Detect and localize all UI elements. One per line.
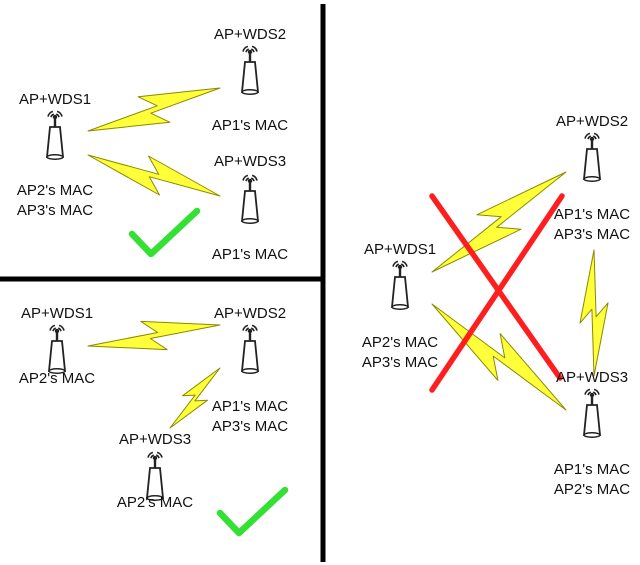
signal-wave-icon xyxy=(52,327,57,332)
access-point-antenna-icon xyxy=(48,324,66,374)
device-body-icon xyxy=(241,340,259,372)
green-checkmark-icon xyxy=(216,486,289,537)
access-point-antenna-icon xyxy=(241,174,259,224)
device-base-icon xyxy=(583,432,601,438)
mac-entry: AP1's MAC xyxy=(553,461,631,478)
cross-stroke xyxy=(429,193,565,393)
device-body-icon xyxy=(48,340,66,372)
signal-wave-icon xyxy=(150,454,155,459)
cross-stroke xyxy=(429,193,563,381)
device-base-icon xyxy=(241,89,259,95)
access-point-antenna-icon xyxy=(241,324,259,374)
device-base-icon xyxy=(391,304,409,310)
device-name-ap2: AP+WDS2 xyxy=(213,26,287,43)
mac-entry: AP1's MAC xyxy=(211,246,289,263)
access-point-antenna-icon xyxy=(583,388,601,438)
device-base-icon xyxy=(241,368,259,374)
device-body-icon xyxy=(241,190,259,222)
mac-entry: AP2's MAC xyxy=(16,182,94,199)
access-point-antenna-icon xyxy=(146,451,164,501)
signal-wave-icon xyxy=(401,260,408,267)
device-base-icon xyxy=(46,154,64,160)
device-name-ap2: AP+WDS2 xyxy=(213,305,287,322)
signal-wave-icon xyxy=(592,135,597,140)
signal-wave-icon xyxy=(49,324,56,331)
signal-wave-icon xyxy=(587,391,592,396)
signal-wave-icon xyxy=(155,454,160,459)
mac-entry: AP2's MAC xyxy=(116,494,194,511)
signal-wave-icon xyxy=(392,260,399,267)
lightning-bolt-icon xyxy=(87,87,221,132)
device-name-ap3: AP+WDS3 xyxy=(555,369,629,386)
mac-entry: AP2's MAC xyxy=(18,370,96,387)
device-body-icon xyxy=(46,126,64,158)
device-base-icon xyxy=(583,176,601,182)
mac-entry: AP1's MAC xyxy=(211,398,289,415)
device-name-ap1: AP+WDS1 xyxy=(363,241,437,258)
mac-entry: AP3's MAC xyxy=(553,226,631,243)
mac-entry: AP3's MAC xyxy=(361,354,439,371)
signal-wave-icon xyxy=(50,113,55,118)
signal-wave-icon xyxy=(592,391,597,396)
signal-wave-icon xyxy=(395,263,400,268)
signal-wave-icon xyxy=(245,177,250,182)
access-point-antenna-icon xyxy=(241,45,259,95)
device-body-icon xyxy=(241,61,259,93)
mac-entry: AP3's MAC xyxy=(211,418,289,435)
signal-wave-icon xyxy=(242,45,249,52)
signal-wave-icon xyxy=(587,135,592,140)
signal-wave-icon xyxy=(251,324,258,331)
lightning-bolt-icon xyxy=(169,367,221,429)
signal-wave-icon xyxy=(245,48,250,53)
device-base-icon xyxy=(48,368,66,374)
red-x-icon xyxy=(429,193,565,393)
signal-wave-icon xyxy=(250,327,255,332)
mac-entry: AP3's MAC xyxy=(16,202,94,219)
device-name-ap2: AP+WDS2 xyxy=(555,113,629,130)
signal-wave-icon xyxy=(593,388,600,395)
signal-wave-icon xyxy=(147,451,154,458)
device-name-ap1: AP+WDS1 xyxy=(20,305,94,322)
signal-wave-icon xyxy=(593,132,600,139)
green-checkmark-icon xyxy=(128,207,201,258)
device-body-icon xyxy=(583,404,601,436)
signal-wave-icon xyxy=(242,324,249,331)
signal-wave-icon xyxy=(250,177,255,182)
lightning-bolt-icon xyxy=(87,320,221,351)
access-point-antenna-icon xyxy=(583,132,601,182)
signal-wave-icon xyxy=(584,388,591,395)
lightning-bolt-icon xyxy=(579,249,609,377)
signal-wave-icon xyxy=(57,327,62,332)
mac-entry: AP2's MAC xyxy=(361,334,439,351)
access-point-antenna-icon xyxy=(391,260,409,310)
mac-entry: AP1's MAC xyxy=(553,206,631,223)
signal-wave-icon xyxy=(251,174,258,181)
signal-wave-icon xyxy=(400,263,405,268)
signal-wave-icon xyxy=(251,45,258,52)
device-name-ap1: AP+WDS1 xyxy=(18,91,92,108)
signal-wave-icon xyxy=(156,451,163,458)
signal-wave-icon xyxy=(250,48,255,53)
lightning-bolt-icon xyxy=(87,154,221,197)
device-base-icon xyxy=(241,218,259,224)
signal-wave-icon xyxy=(242,174,249,181)
lightning-bolt-icon xyxy=(431,303,567,411)
device-name-ap3: AP+WDS3 xyxy=(118,431,192,448)
access-point-antenna-icon xyxy=(46,110,64,160)
signal-wave-icon xyxy=(58,324,65,331)
mac-entry: AP1's MAC xyxy=(211,117,289,134)
signal-wave-icon xyxy=(584,132,591,139)
device-body-icon xyxy=(583,148,601,180)
signal-wave-icon xyxy=(56,110,63,117)
device-body-icon xyxy=(391,276,409,308)
device-base-icon xyxy=(146,495,164,501)
signal-wave-icon xyxy=(245,327,250,332)
device-name-ap3: AP+WDS3 xyxy=(213,153,287,170)
signal-wave-icon xyxy=(47,110,54,117)
signal-wave-icon xyxy=(55,113,60,118)
mac-entry: AP2's MAC xyxy=(553,481,631,498)
